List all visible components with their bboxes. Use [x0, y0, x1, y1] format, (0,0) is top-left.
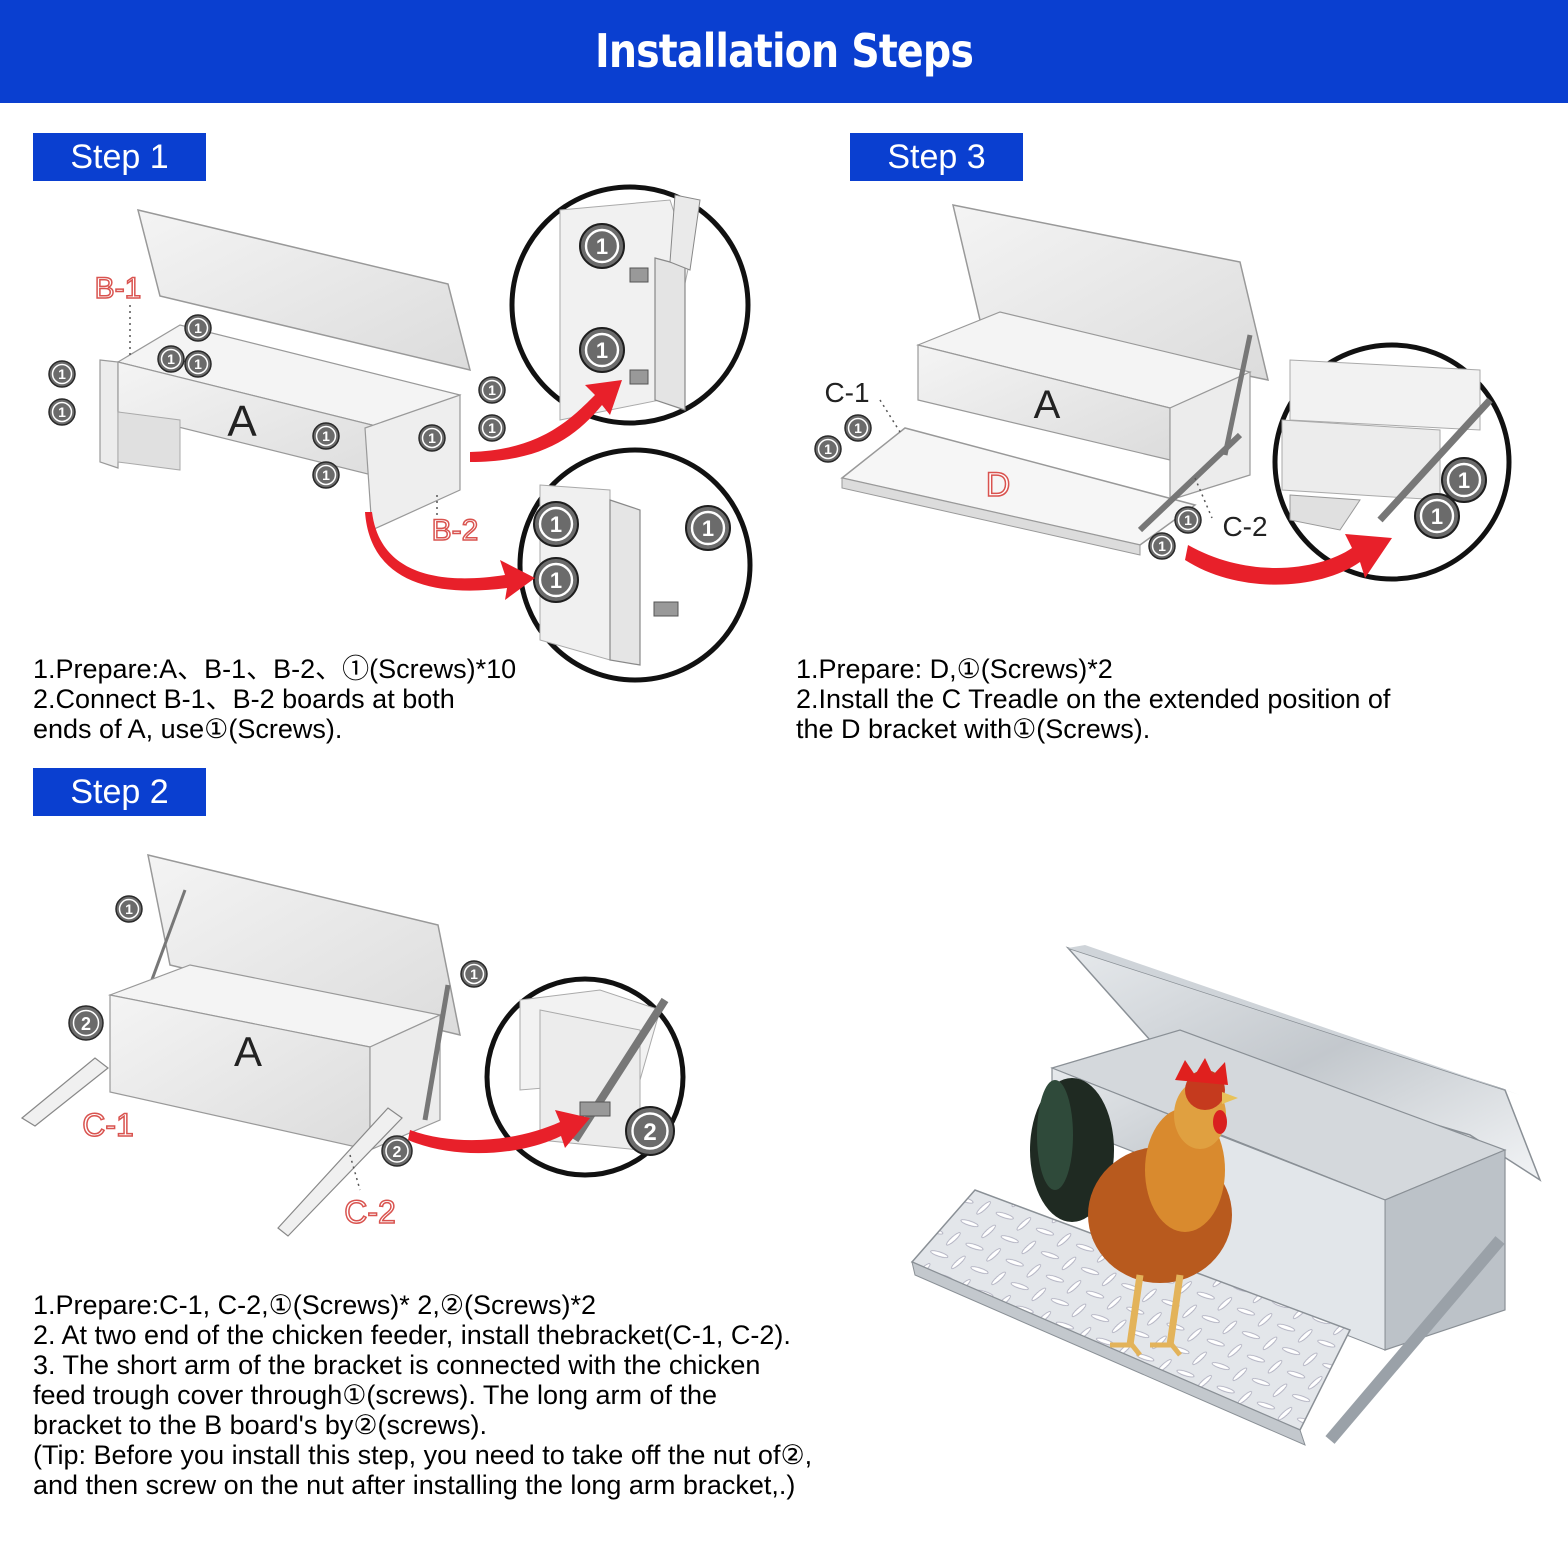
svg-text:1: 1: [58, 404, 66, 420]
part-d-label: D: [986, 466, 1011, 504]
step-2-diagram: A C-1 C-2 1 1 2 2 2: [20, 853, 686, 1237]
part-a-label: A: [1034, 383, 1061, 427]
zoom-detail: 2: [484, 976, 686, 1178]
step-1-line-3: ends of A, use①(Screws).: [33, 714, 343, 744]
part-c2-label: C-2: [1222, 511, 1267, 542]
part-c1-label: C-1: [824, 377, 869, 408]
curved-arrow-icon: [1185, 534, 1392, 585]
step-3-diagram: A D C-1 C-2 11 11 1 1: [814, 204, 1512, 585]
step-1-line-2: 2.Connect B-1、B-2 boards at both: [33, 684, 455, 714]
svg-text:1: 1: [470, 966, 478, 982]
svg-text:1: 1: [322, 428, 330, 444]
screw-badge-icon: [68, 1005, 413, 1167]
title-banner: Installation Steps: [0, 0, 1568, 103]
svg-text:1: 1: [1431, 504, 1443, 529]
curved-arrow-icon: [470, 380, 622, 462]
svg-text:1: 1: [428, 430, 436, 446]
svg-text:1: 1: [702, 516, 714, 541]
svg-text:1: 1: [322, 467, 330, 483]
step-3-instructions: 1.Prepare: D,①(Screws)*2 2.Install the C…: [796, 654, 1390, 744]
step-2-line-7: and then screw on the nut after installi…: [33, 1470, 796, 1500]
svg-text:1: 1: [550, 568, 562, 593]
curved-arrow-icon: [408, 1110, 590, 1154]
screw-badge-numbers: 1 1 1 1: [824, 420, 1192, 554]
svg-text:1: 1: [824, 441, 832, 457]
svg-text:1: 1: [488, 420, 496, 436]
step-2-line-3: 3. The short arm of the bracket is conne…: [33, 1350, 761, 1380]
svg-text:1: 1: [1458, 468, 1470, 493]
step-2-line-2: 2. At two end of the chicken feeder, ins…: [33, 1320, 791, 1350]
svg-text:1: 1: [194, 356, 202, 372]
part-b2-label: B-2: [432, 514, 479, 547]
step-3-line-1: 1.Prepare: D,①(Screws)*2: [796, 654, 1113, 684]
part-c1-label: C-1: [82, 1107, 134, 1143]
svg-text:1: 1: [854, 420, 862, 436]
svg-text:2: 2: [81, 1014, 91, 1034]
step-2-line-5: bracket to the B board's by②(screws).: [33, 1410, 488, 1440]
svg-text:1: 1: [488, 382, 496, 398]
svg-text:1: 1: [167, 351, 175, 367]
step-3-label: Step 3: [850, 133, 1023, 181]
part-c2-label: C-2: [344, 1194, 396, 1230]
feeder-lid: [136, 208, 472, 372]
svg-text:1: 1: [125, 901, 133, 917]
screw-badge-numbers: 1 1 1 1 1 1 1 1 1 1: [58, 320, 496, 483]
svg-text:1: 1: [1158, 538, 1166, 554]
feeder-lid: [147, 853, 461, 1037]
step-1-line-1: 1.Prepare:A、B-1、B-2、①(Screws)*10: [33, 654, 517, 684]
part-a-label: A: [227, 397, 257, 446]
part-b1-label: B-1: [95, 272, 142, 305]
curved-arrow-icon: [365, 512, 535, 600]
part-a-label: A: [234, 1028, 262, 1075]
svg-text:1: 1: [1184, 512, 1192, 528]
screw-badge-numbers: 1 1 2 2: [81, 901, 478, 1161]
svg-text:1: 1: [194, 320, 202, 336]
step-1-label: Step 1: [33, 133, 206, 181]
step-2-line-4: feed trough cover through①(screws). The …: [33, 1380, 718, 1410]
step-3-line-3: the D bracket with①(Screws).: [796, 714, 1151, 744]
bracket-c2: [277, 1107, 403, 1237]
step-1-diagram: A B-1 B-2 11 11 11 11 11 1: [48, 184, 753, 683]
svg-text:1: 1: [58, 366, 66, 382]
feeder-lid: [952, 204, 1270, 381]
svg-text:1: 1: [596, 338, 608, 363]
zoom-detail-bottom: 1 1 1: [517, 447, 753, 683]
zoom-detail: 1 1: [1272, 342, 1512, 582]
svg-text:2: 2: [393, 1144, 402, 1161]
end-panel-b1: [99, 359, 119, 469]
rooster-photo: [910, 945, 1542, 1446]
svg-text:1: 1: [596, 234, 608, 259]
step-1-instructions: 1.Prepare:A、B-1、B-2、①(Screws)*10 2.Conne…: [33, 654, 516, 744]
bracket-c1: [20, 1057, 109, 1127]
zoom-detail-top: 1 1: [509, 184, 751, 426]
step-2-line-1: 1.Prepare:C-1, C-2,①(Screws)* 2,②(Screws…: [33, 1290, 597, 1320]
step-2-line-6: (Tip: Before you install this step, you …: [33, 1440, 813, 1470]
svg-text:2: 2: [643, 1119, 656, 1146]
page-title: Installation Steps: [594, 24, 974, 78]
step-2-instructions: 1.Prepare:C-1, C-2,①(Screws)* 2,②(Screws…: [33, 1290, 812, 1500]
step-3-line-2: 2.Install the C Treadle on the extended …: [796, 684, 1391, 714]
step-2-label: Step 2: [33, 768, 206, 816]
svg-text:1: 1: [550, 512, 562, 537]
